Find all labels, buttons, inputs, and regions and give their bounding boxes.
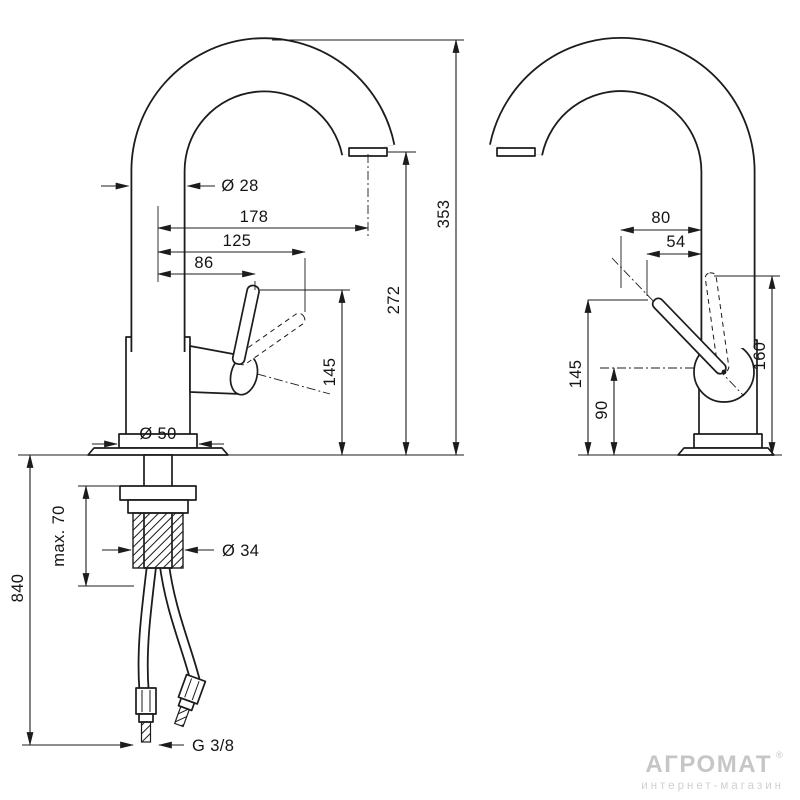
side-escutcheon-plate — [677, 447, 775, 456]
side-dimensions: 80 54 160 145 90 — [567, 209, 780, 456]
dim-label-hole-diameter: Ø 34 — [222, 542, 259, 560]
dim-label-total-height: 353 — [435, 200, 453, 229]
front-view: Ø 28 178 125 86 272 353 145 — [9, 37, 464, 755]
faucet-body — [125, 336, 191, 442]
supply-hoses — [137, 561, 201, 691]
hose-connector-angled — [173, 673, 207, 728]
dim-label-spout-reach: 178 — [240, 208, 269, 226]
mounting-washer — [119, 485, 197, 501]
side-view: 80 54 160 145 90 — [489, 37, 782, 456]
dim-label-spout-diameter: Ø 28 — [221, 177, 258, 195]
side-handle-swing-position — [704, 272, 730, 373]
side-spout-tube — [489, 37, 756, 348]
watermark-tagline: интернет-магазин — [641, 780, 784, 792]
dim-label-overall-depth: 80 — [651, 209, 670, 227]
mounting-hardware — [119, 454, 197, 569]
dim-label-spout-axis-height: 90 — [593, 400, 611, 419]
dim-label-base-diameter: Ø 50 — [139, 425, 176, 443]
side-aerator — [496, 147, 536, 157]
threaded-shank — [132, 512, 184, 569]
front-spout-tube — [130, 37, 396, 352]
side-base-ring — [693, 433, 763, 449]
pivot-dot — [721, 369, 727, 375]
dim-label-handle-height-side: 145 — [567, 360, 585, 389]
front-handle-assembly — [189, 284, 331, 396]
watermark-registered-mark: ® — [776, 750, 783, 760]
dim-label-spout-height: 272 — [385, 286, 403, 315]
dim-label-max-mounting: max. 70 — [50, 505, 68, 567]
dim-label-handle-height-front: 145 — [321, 358, 339, 387]
dim-label-hose-length: 840 — [9, 574, 27, 603]
watermark: АГРОМАТ ® интернет-магазин — [641, 750, 784, 792]
dim-label-thread-size: G 3/8 — [192, 737, 234, 755]
escutcheon-plate — [87, 447, 229, 456]
hose-connector-straight — [135, 687, 157, 743]
dim-label-reach-mid: 125 — [223, 232, 252, 250]
front-dimensions: Ø 28 178 125 86 272 353 145 — [9, 39, 464, 755]
handle-lever-swing-position — [236, 312, 306, 366]
dim-label-reach-handle: 86 — [194, 254, 213, 272]
watermark-brand: АГРОМАТ — [645, 751, 772, 778]
dim-label-body-height: 160 — [751, 342, 769, 371]
handle-lever — [231, 284, 260, 366]
mounting-nut — [127, 499, 189, 514]
dim-label-handle-depth: 54 — [666, 233, 685, 251]
